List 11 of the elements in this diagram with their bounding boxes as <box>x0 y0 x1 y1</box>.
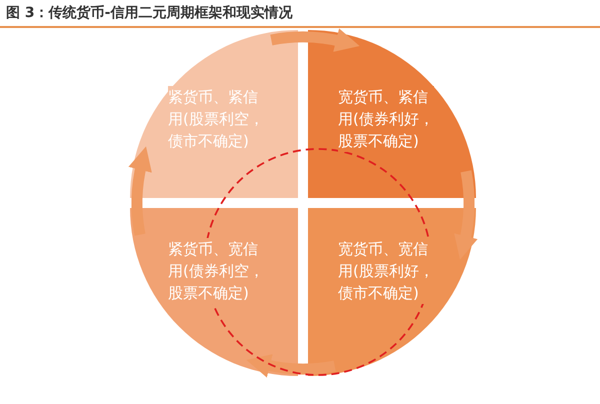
cycle-arrow <box>454 170 478 260</box>
title: 图 3：传统货币-信用二元周期框架和现实情况 <box>6 4 292 22</box>
cycle-arrow <box>270 28 360 52</box>
cycle-arrow <box>128 146 152 236</box>
cycle-arrow <box>246 354 336 378</box>
quadrant-segment <box>130 30 298 198</box>
quadrant-segment <box>308 208 476 376</box>
quadrant-segment <box>130 208 298 376</box>
quadrant-text: 宽货币、宽信用(股票利好，债市不确定) <box>338 238 434 304</box>
quadrant-text: 宽货币、紧信用(债券利好，股票不确定) <box>338 86 434 152</box>
quadrant-segment <box>308 30 476 198</box>
